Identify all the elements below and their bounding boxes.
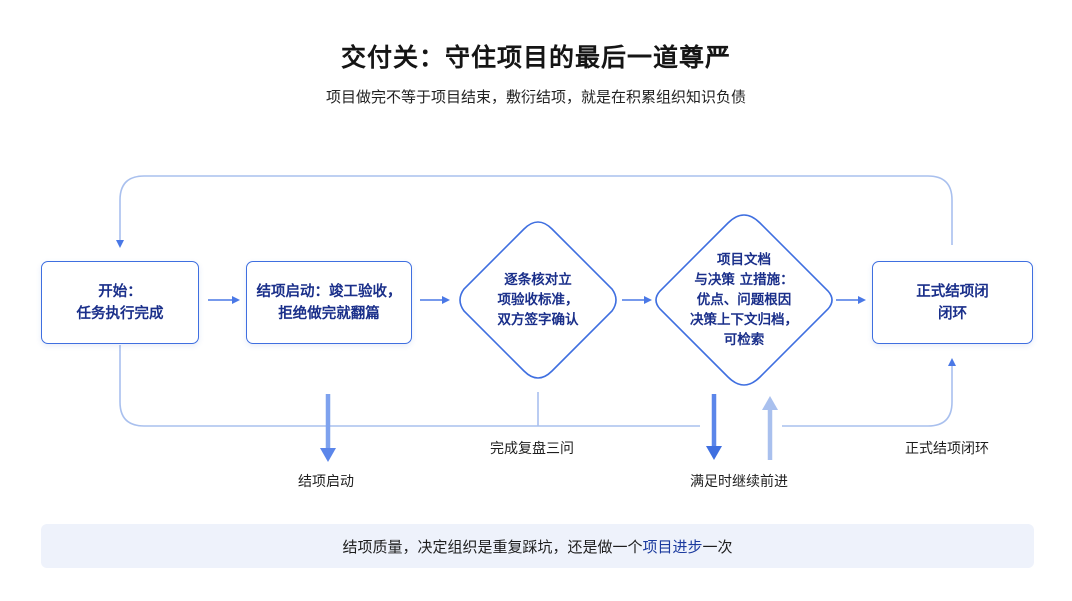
page-title: 交付关：守住项目的最后一道尊严 <box>340 43 731 72</box>
start-node-line1: 开始： <box>98 283 142 300</box>
footer-text-after: 一次 <box>702 537 733 556</box>
archive-node-line1: 项目文档 <box>717 252 771 268</box>
feedback-loop-bottom-right <box>782 358 956 427</box>
archive-node-line3: 优点、问题根因 <box>696 292 792 308</box>
arrow-down-continue-head <box>706 446 722 460</box>
kickoff-node-line1: 结项启动：竣工验收， <box>256 283 402 300</box>
archive-node-line4: 决策上下文归档， <box>690 312 798 328</box>
archive-node-line2: 与决策 立措施： <box>694 272 794 288</box>
close-node-line1: 正式结项闭 <box>916 283 989 300</box>
archive-node-line5: 可检索 <box>723 332 765 348</box>
close-node: 正式结项闭 闭环 <box>872 261 1033 344</box>
start-node-line2: 任务执行完成 <box>76 305 164 322</box>
close-label: 正式结项闭环 <box>905 441 989 457</box>
page-subtitle: 项目做完不等于项目结束，敷衍结项，就是在积累组织知识负债 <box>325 88 746 106</box>
start-node: 开始： 任务执行完成 <box>41 261 199 344</box>
footer-banner: 结项质量，决定组织是重复踩坑，还是做一个项目进步一次 <box>41 524 1034 568</box>
arrow-up-continue-head <box>762 396 778 410</box>
verify-node-line1: 逐条核对立 <box>504 272 572 288</box>
verify-diamond <box>459 221 617 379</box>
verify-node: 逐条核对立 项验收标准， 双方签字确认 <box>478 262 598 338</box>
close-node-line2: 闭环 <box>938 305 967 322</box>
archive-node: 项目文档 与决策 立措施： 优点、问题根因 决策上下文归档， 可检索 <box>679 248 809 352</box>
continue-label: 满足时继续前进 <box>690 474 788 490</box>
archive-diamond <box>655 214 833 386</box>
kickoff-label: 结项启动 <box>298 474 354 490</box>
verify-node-line2: 项验收标准， <box>497 292 579 308</box>
footer-highlight: 项目进步 <box>642 537 703 556</box>
arrow-down-kickoff-head <box>320 448 336 462</box>
verify-node-line3: 双方签字确认 <box>497 312 579 328</box>
kickoff-node-line2: 拒绝做完就翻篇 <box>278 305 380 322</box>
feedback-loop-top <box>116 175 953 248</box>
footer-text-before: 结项质量，决定组织是重复踩坑，还是做一个 <box>342 537 643 556</box>
kickoff-node: 结项启动：竣工验收， 拒绝做完就翻篇 <box>246 261 412 344</box>
review-label: 完成复盘三问 <box>490 441 574 457</box>
feedback-loop-bottom <box>119 345 700 427</box>
